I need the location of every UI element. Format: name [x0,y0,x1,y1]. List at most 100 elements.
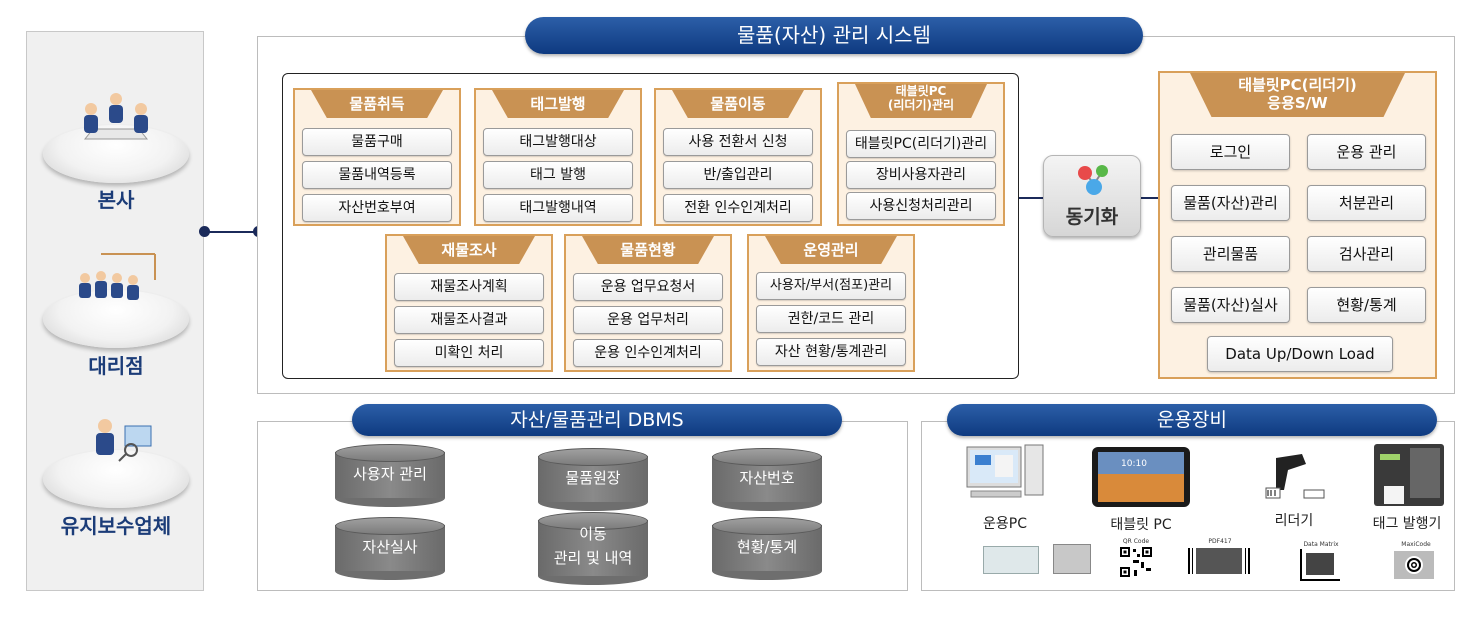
menu-item[interactable]: 사용자/부서(점포)관리 [756,272,906,300]
sync-line-right [1141,197,1158,199]
module-title: 운영관리 [765,236,897,264]
module-title: 물품이동 [672,90,804,118]
data-matrix-code-icon [1300,549,1340,581]
module-tablet-mgmt: 태블릿PC (리더기)관리 태블릿PC(리더기)관리 장비사용자관리 사용신청처… [837,82,1005,226]
site-connector-line [205,231,259,233]
module-title: 태블릿PC (리더기)관리 [855,84,987,118]
db-label: 물품원장 [565,469,621,487]
sync-molecule-icon [1078,165,1108,195]
menu-item[interactable]: 운용 업무처리 [573,306,723,334]
menu-item[interactable]: 권한/코드 관리 [756,305,906,333]
db-label: 이동 관리 및 내역 [553,525,633,567]
site-headquarters: 본사 [27,87,205,217]
menu-item[interactable]: 재물조사결과 [394,306,544,334]
db-label: 자산실사 [362,538,418,556]
tablet-icon: 10:10 [1092,447,1190,507]
tablet-screen-time: 10:10 [1121,459,1147,469]
menu-item[interactable]: 자산 현황/통계관리 [756,338,906,366]
tag-label-sample [983,546,1039,574]
system-title: 물품(자산) 관리 시스템 [525,17,1143,54]
label-printer-icon [1374,444,1444,506]
barcode-scanner-icon [1265,454,1325,499]
tablet-sw-title-line1: 태블릿PC(리더기) [1238,76,1357,94]
site-maintenance: 유지보수업체 [27,410,205,550]
menu-item[interactable]: 반/출입관리 [663,161,813,189]
sw-button-data-updown[interactable]: Data Up/Down Load [1207,336,1393,372]
site-label-agency: 대리점 [88,354,144,378]
code-caption-qr: QR Code [1122,538,1150,545]
dbms-title: 자산/물품관리 DBMS [352,404,842,436]
device-label-pc: 운용PC [983,516,1027,532]
db-label: 사용자 관리 [353,465,427,483]
qr-code-icon [1119,546,1153,578]
db-cylinder: 이동 관리 및 내역 [538,512,648,585]
db-cylinder: 현황/통계 [712,517,822,580]
code-caption-maxicode: MaxiCode [1401,541,1431,548]
sw-button-asset-audit[interactable]: 물품(자산)실사 [1171,287,1290,323]
sites-panel: 본사 대리점 유지보수업체 [26,31,204,591]
sw-button-asset-mgmt[interactable]: 물품(자산)관리 [1171,185,1290,221]
db-cylinder: 자산번호 [712,448,822,511]
db-label: 자산번호 [739,469,795,487]
module-operation: 운영관리 사용자/부서(점포)관리 권한/코드 관리 자산 현황/통계관리 [747,234,915,372]
site-agency: 대리점 [27,250,205,380]
sw-button-login[interactable]: 로그인 [1171,134,1290,170]
site-label-maintenance: 유지보수업체 [60,514,172,538]
sw-button-managed-items[interactable]: 관리물품 [1171,236,1290,272]
menu-item[interactable]: 물품구매 [302,128,452,156]
equipment-title: 운용장비 [947,404,1437,436]
device-label-tablet: 태블릿 PC [1110,517,1172,533]
tablet-sw-title: 태블릿PC(리더기) 응용S/W [1190,73,1405,117]
maxicode-icon [1392,549,1436,581]
module-inventory: 재물조사 재물조사계획 재물조사결과 미확인 처리 [385,234,553,372]
menu-item[interactable]: 태그발행대상 [483,128,633,156]
sync-line-left [1019,197,1043,199]
menu-item[interactable]: 사용신청처리관리 [846,192,996,220]
module-title: 재물조사 [403,236,535,264]
module-transfer: 물품이동 사용 전환서 신청 반/출입관리 전환 인수인계처리 [654,88,822,226]
menu-item[interactable]: 미확인 처리 [394,339,544,367]
menu-item[interactable]: 운용 인수인계처리 [573,339,723,367]
sw-button-operation[interactable]: 운용 관리 [1307,134,1426,170]
db-cylinder: 자산실사 [335,517,445,580]
module-title: 태그발행 [492,90,624,118]
sw-button-statistics[interactable]: 현황/통계 [1307,287,1426,323]
meeting-people-icon [83,93,149,140]
db-cylinder: 사용자 관리 [335,444,445,507]
rfid-tag-sample [1053,544,1091,574]
sync-label: 동기화 [1065,206,1119,228]
module-title: 물품현황 [582,236,714,264]
device-label-printer: 태그 발행기 [1372,516,1442,532]
menu-item[interactable]: 자산번호부여 [302,194,452,222]
menu-item[interactable]: 사용 전환서 신청 [663,128,813,156]
menu-item[interactable]: 태블릿PC(리더기)관리 [846,130,996,158]
db-label: 현황/통계 [736,538,798,556]
platform-disc [43,290,189,348]
support-person-icon [96,419,152,462]
tablet-sw-title-line2: 응용S/W [1267,94,1328,112]
site-label-headquarters: 본사 [97,188,135,212]
sync-box: 동기화 [1043,155,1141,237]
menu-item[interactable]: 재물조사계획 [394,273,544,301]
presentation-people-icon [79,253,156,300]
sw-button-disposal[interactable]: 처분관리 [1307,185,1426,221]
platform-disc [43,450,189,508]
db-cylinder: 물품원장 [538,448,648,511]
menu-item[interactable]: 물품내역등록 [302,161,452,189]
pdf417-code-icon [1187,547,1251,575]
menu-item[interactable]: 장비사용자관리 [846,161,996,189]
menu-item[interactable]: 태그발행내역 [483,194,633,222]
menu-item[interactable]: 운용 업무요청서 [573,273,723,301]
menu-item[interactable]: 태그 발행 [483,161,633,189]
connector-dot-left [199,226,210,237]
module-tag-issue: 태그발행 태그발행대상 태그 발행 태그발행내역 [474,88,642,226]
code-caption-pdf417: PDF417 [1208,538,1232,545]
menu-item[interactable]: 전환 인수인계처리 [663,194,813,222]
sw-button-inspection[interactable]: 검사관리 [1307,236,1426,272]
device-label-reader: 리더기 [1274,513,1314,529]
desktop-pc-icon [966,444,1044,498]
module-acquisition: 물품취득 물품구매 물품내역등록 자산번호부여 [293,88,461,226]
tablet-sw-box: 태블릿PC(리더기) 응용S/W 로그인 운용 관리 물품(자산)관리 처분관리… [1158,71,1437,379]
module-title: 물품취득 [311,90,443,118]
module-status: 물품현황 운용 업무요청서 운용 업무처리 운용 인수인계처리 [564,234,732,372]
